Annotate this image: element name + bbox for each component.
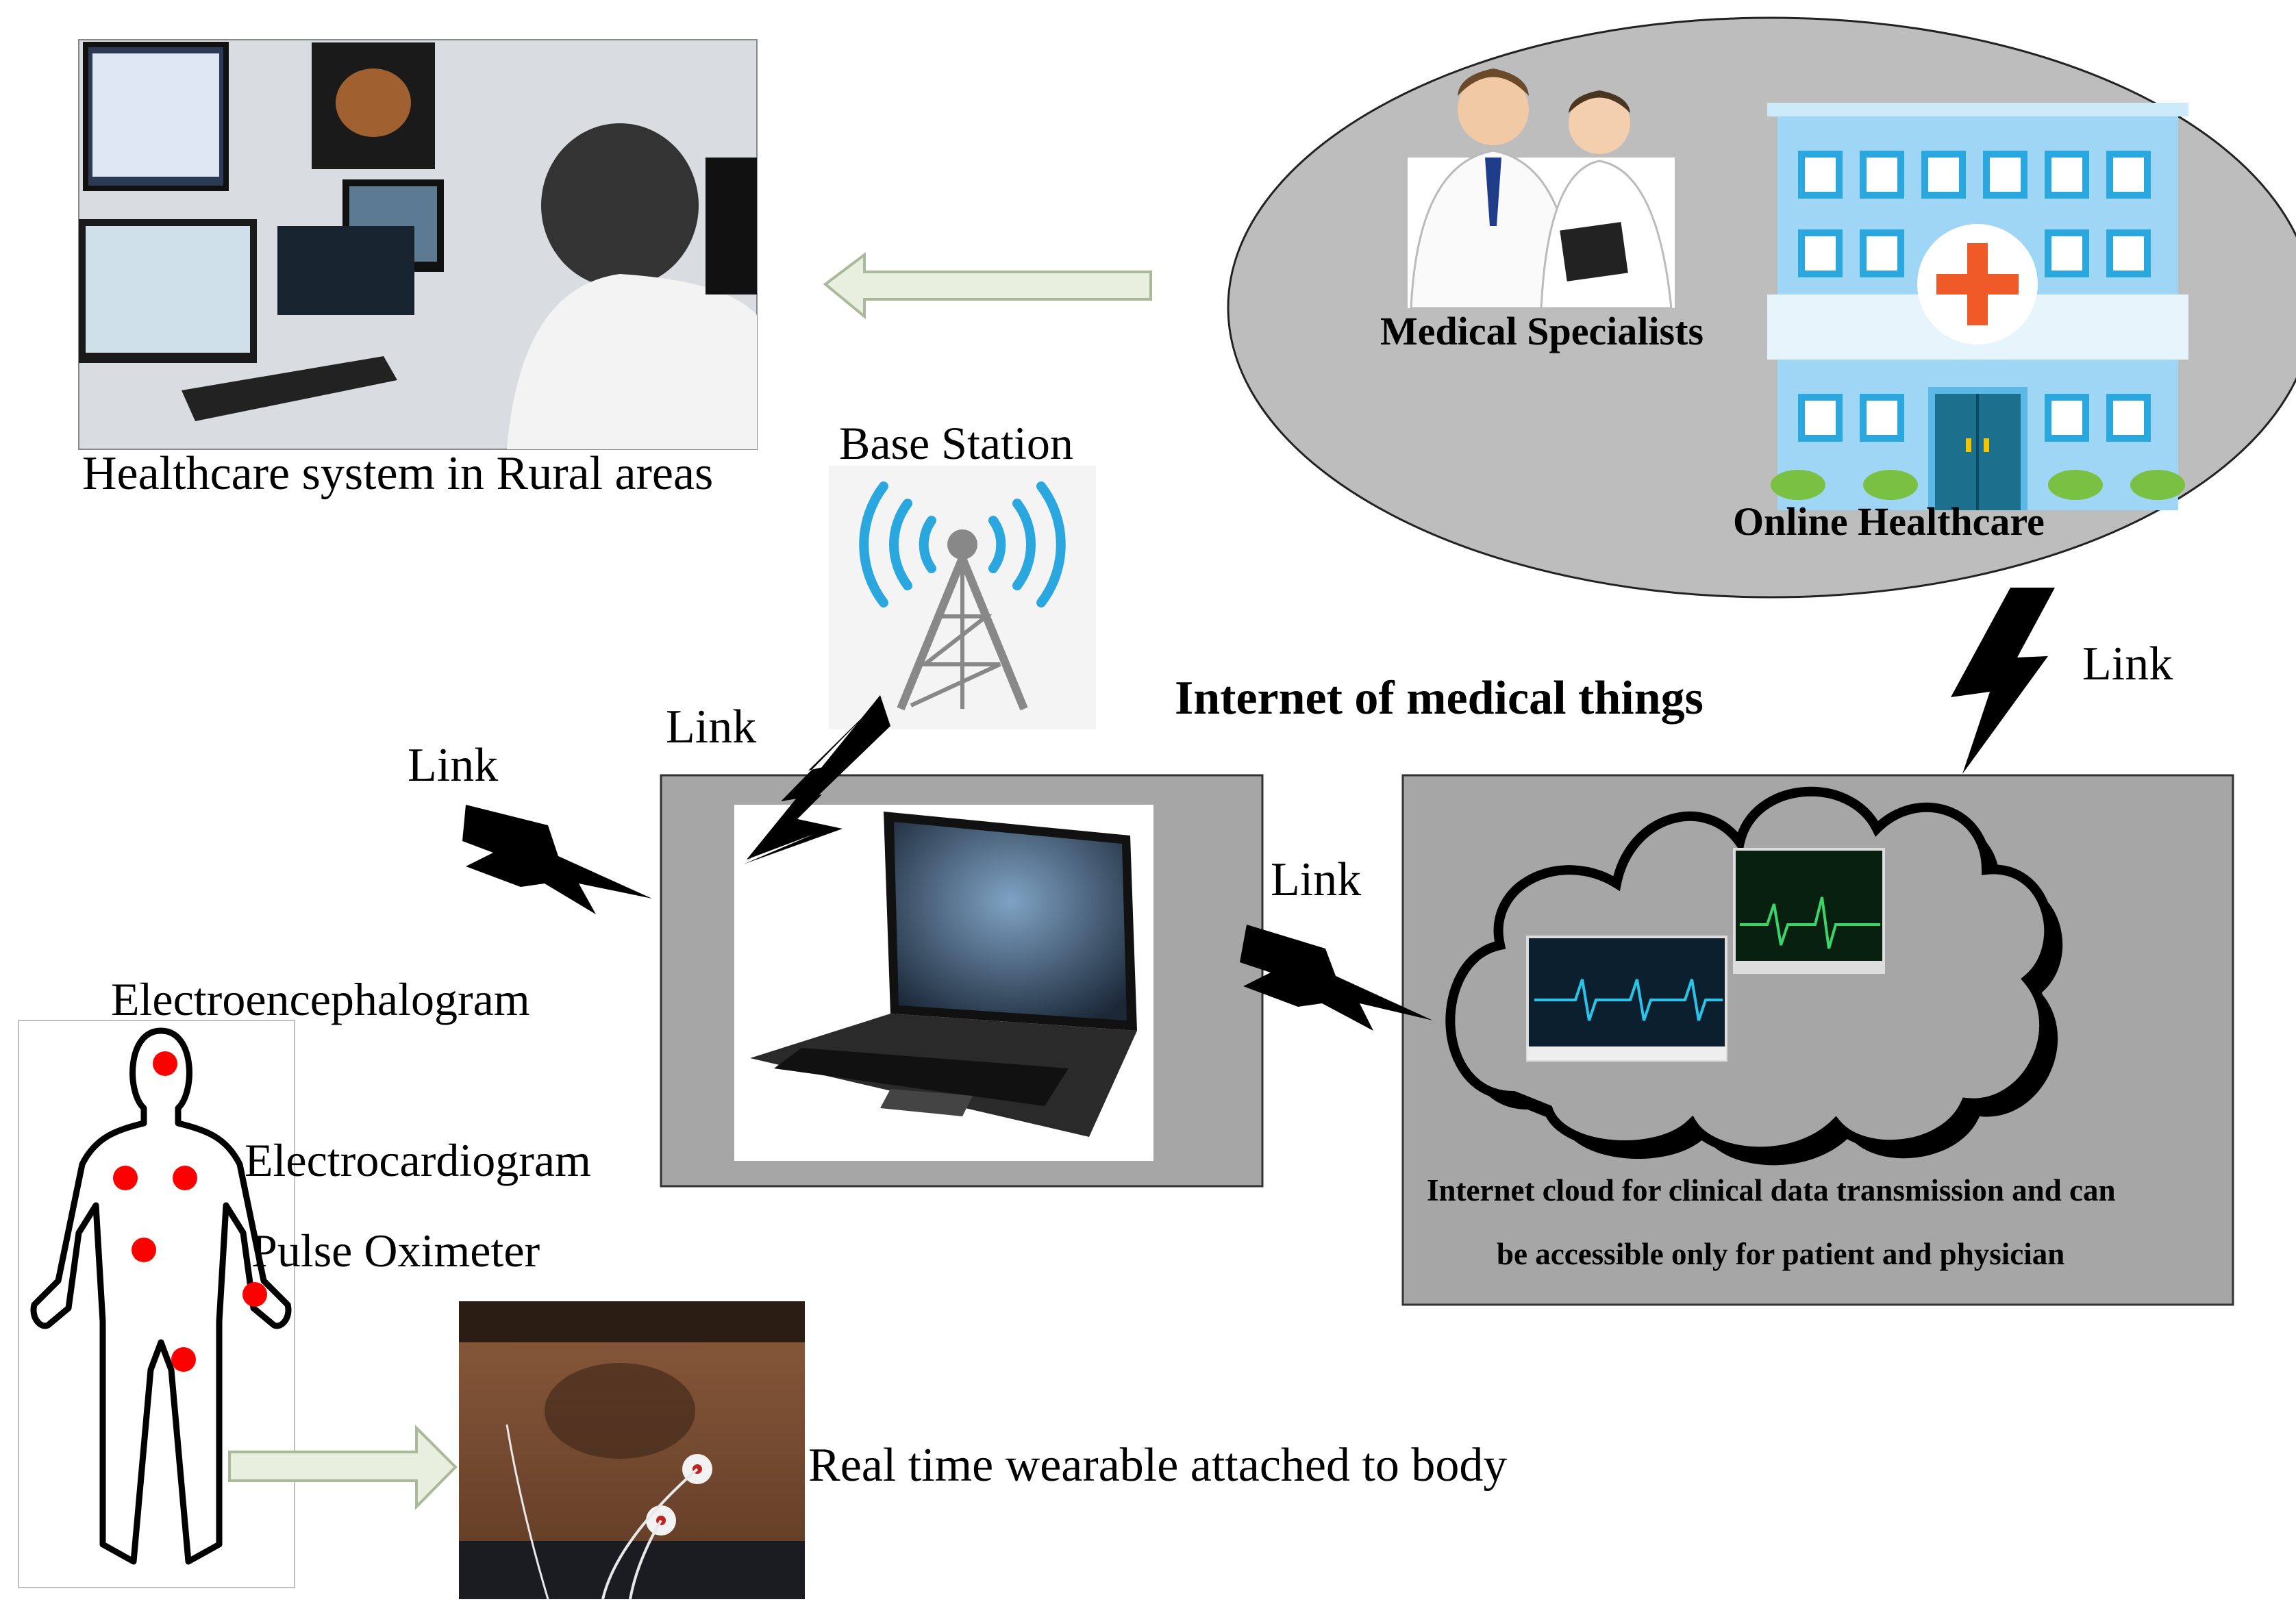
radio-tower-icon	[829, 466, 1096, 729]
cloud-caption-line2: be accessible only for patient and physi…	[1497, 1237, 2065, 1271]
link-bolt-base-station-fill	[747, 695, 885, 862]
pulse-oximeter-label: Pulse Oximeter	[251, 1225, 540, 1277]
hospital-building-icon	[1767, 103, 2188, 510]
ecg-monitor-blue	[1526, 936, 1727, 1062]
link-label-right: Link	[2082, 638, 2173, 690]
sensor-ecg-right	[173, 1166, 197, 1190]
sensor-chest	[132, 1238, 156, 1262]
link-label-mid: Link	[1271, 853, 1362, 906]
wearable-photo	[459, 1301, 805, 1600]
wearable-label: Real time wearable attached to body	[808, 1439, 1508, 1492]
sensor-dots	[113, 1051, 267, 1372]
arrow-to-wearable	[228, 1425, 458, 1510]
medical-specialists-label: Medical Specialists	[1380, 309, 1704, 353]
rural-healthcare-label: Healthcare system in Rural areas	[82, 447, 714, 500]
online-healthcare-label: Online Healthcare	[1733, 499, 2045, 544]
rural-healthcare-photo	[78, 39, 758, 450]
link-label-base-station: Link	[666, 701, 757, 753]
medical-specialists-image	[1408, 68, 1675, 310]
ecg-monitor-green	[1733, 848, 1885, 974]
iomt-title: Internet of medical things	[1175, 672, 1704, 725]
eeg-label: Electroencephalogram	[111, 973, 530, 1025]
laptop-icon	[734, 805, 1153, 1161]
sensor-pulse-oximeter	[242, 1282, 267, 1307]
link-bolt-right	[1951, 588, 2055, 774]
arrow-to-rural	[823, 251, 1152, 320]
link-label-left: Link	[408, 739, 499, 792]
sensor-eeg	[153, 1051, 177, 1076]
sensor-ecg-left	[113, 1166, 138, 1190]
base-station-label: Base Station	[839, 417, 1073, 469]
sensor-abdomen	[171, 1347, 196, 1372]
link-bolt-left	[462, 805, 652, 914]
ecg-label: Electrocardiogram	[245, 1134, 591, 1186]
human-body-outline-icon	[18, 1020, 295, 1588]
cloud-caption-line1: Internet cloud for clinical data transmi…	[1427, 1173, 2116, 1207]
link-bolt-mid	[1240, 925, 1433, 1031]
lightning-bolt-icon	[462, 588, 2055, 1031]
